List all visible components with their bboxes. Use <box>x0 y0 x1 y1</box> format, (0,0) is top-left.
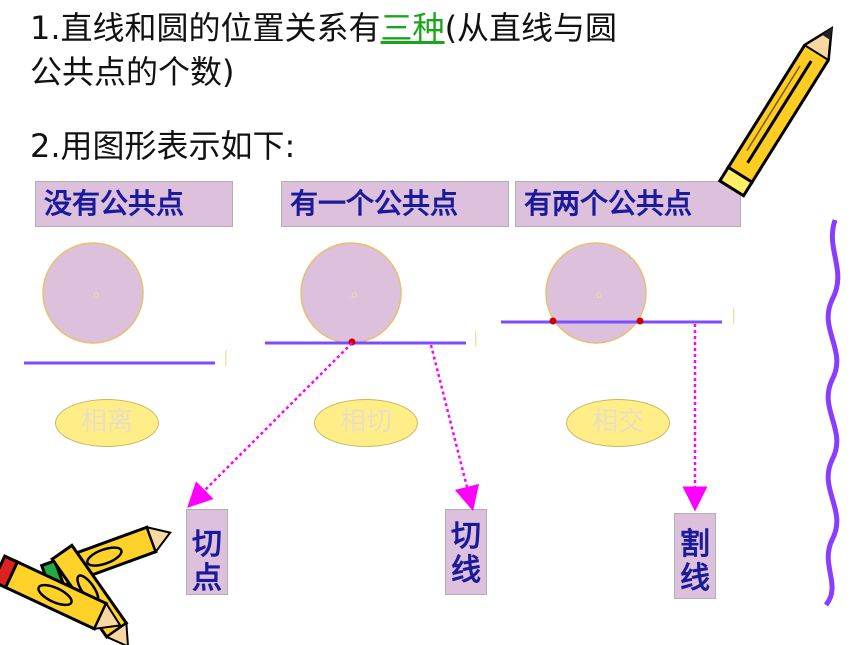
intersect-point-1 <box>549 317 557 325</box>
heading-prefix: 1.直线和圆的位置关系有 <box>30 9 381 47</box>
heading-suffix: (从直线与圆 <box>444 9 618 47</box>
arrow-to-tangent-point <box>187 342 353 508</box>
term-char: 线 <box>680 561 710 596</box>
term-char: 割 <box>680 527 710 562</box>
relation-separate: 相离 <box>55 399 159 447</box>
term-secant-line: 割 线 <box>674 513 716 599</box>
pencil-icon <box>717 26 834 198</box>
label-no-common-point: 没有公共点 <box>35 181 233 227</box>
line-mark-2: | <box>473 328 478 347</box>
intersect-point-2 <box>636 317 644 325</box>
heading-line-2: 2.用图形表示如下: <box>30 127 296 165</box>
relation-tangent: 相切 <box>314 399 418 447</box>
label-one-common-point: 有一个公共点 <box>281 181 509 227</box>
term-tangent-line: 切 线 <box>445 509 487 595</box>
term-char: 线 <box>451 553 481 588</box>
term-char: 切 <box>192 527 222 562</box>
center-label-1: .o <box>90 290 99 301</box>
relation-intersect: 相交 <box>566 399 670 447</box>
wavy-line-decor <box>823 219 841 607</box>
heading-line-1b: 公共点的个数) <box>30 53 235 91</box>
circle-intersect <box>545 242 647 344</box>
term-tangent-point: 切 点 <box>186 509 228 596</box>
crayons-icon <box>0 525 172 645</box>
term-char: 点 <box>192 561 222 596</box>
center-label-2: .o <box>348 290 357 301</box>
highlight-link[interactable]: 三种 <box>380 9 445 47</box>
label-two-common-points: 有两个公共点 <box>515 181 741 227</box>
term-char: 切 <box>451 519 481 554</box>
center-label-3: .o <box>593 290 602 301</box>
circle-separate <box>42 242 144 344</box>
arrow-to-tangent-line <box>429 344 480 512</box>
line-mark-3: | <box>731 305 736 324</box>
heading-line-1: 1.直线和圆的位置关系有三种(从直线与圆 <box>30 8 617 48</box>
line-mark-1: | <box>223 347 228 366</box>
